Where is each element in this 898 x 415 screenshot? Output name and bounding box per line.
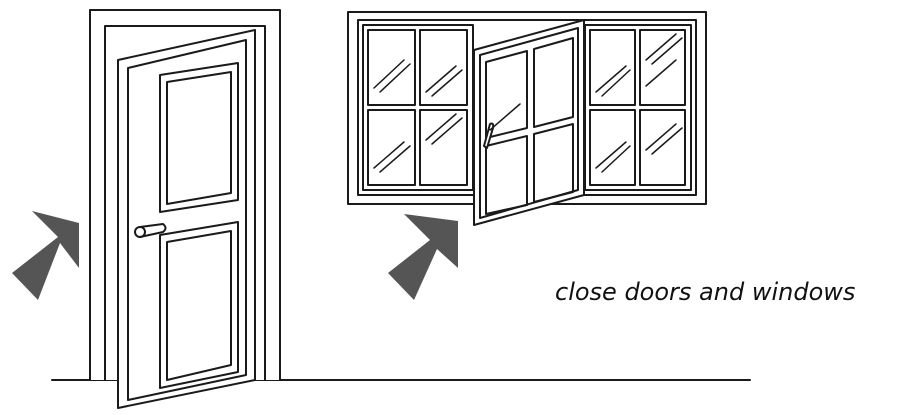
arrow-icon-window: [388, 214, 458, 300]
glass-reflections: [373, 33, 683, 173]
door-illustration: [117, 29, 256, 409]
caption-text: close doors and windows: [555, 278, 856, 306]
door-handle-icon: [134, 223, 167, 238]
arrow-icon-door: [12, 211, 79, 300]
window-illustration: [347, 11, 707, 226]
window-open-sash: [473, 19, 585, 226]
window-left-sash: [362, 24, 474, 191]
